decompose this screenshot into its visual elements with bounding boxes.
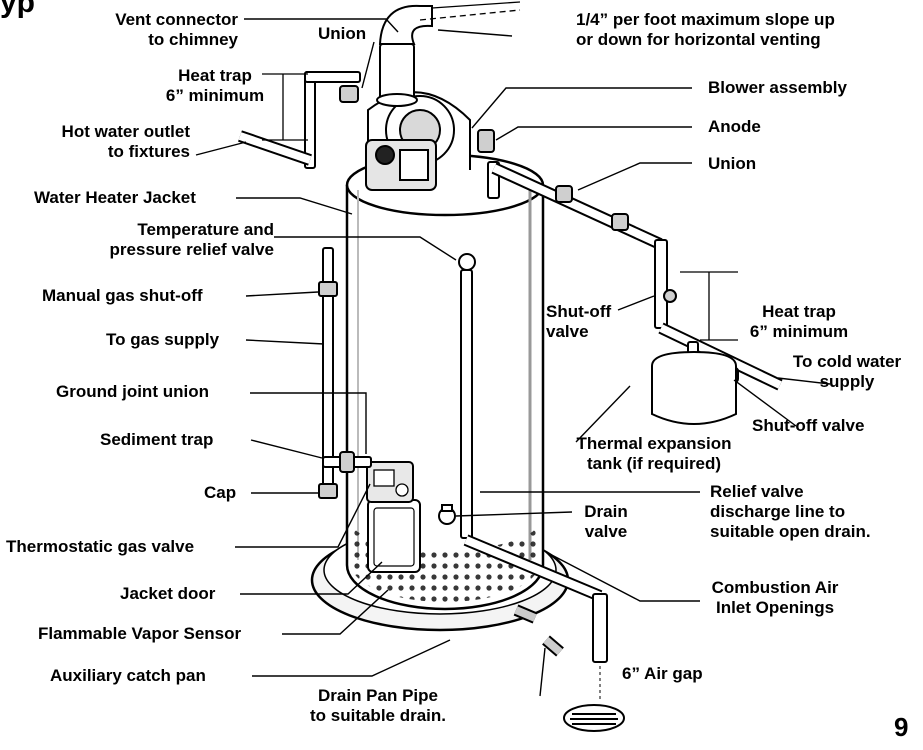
hot-water-piping-shape xyxy=(238,71,361,169)
heat-trap-dimension-marks xyxy=(262,73,738,341)
gas-piping-shape xyxy=(318,247,372,499)
relief-discharge-line-shape xyxy=(458,253,608,663)
header-fragment: yp xyxy=(0,0,36,19)
drain-valve-shape xyxy=(438,504,456,525)
label-water-heater-jacket: Water Heater Jacket xyxy=(34,188,196,207)
label-relief-discharge: Relief valve discharge line to suitable … xyxy=(710,482,871,541)
label-shutoff-valve-upper: Shut-off valve xyxy=(546,302,612,341)
label-sediment-trap: Sediment trap xyxy=(100,430,214,449)
thermal-expansion-tank-shape xyxy=(651,341,737,425)
label-air-gap: 6” Air gap xyxy=(622,664,703,683)
label-vent-connector: Vent connector to chimney xyxy=(115,10,238,49)
jacket-door-shape xyxy=(367,499,421,573)
slope-dashed-line xyxy=(419,1,521,21)
label-union-top: Union xyxy=(318,24,367,43)
anode-shape xyxy=(477,129,495,153)
label-ground-joint-union: Ground joint union xyxy=(56,382,209,401)
label-heat-trap-left: Heat trap 6” minimum xyxy=(165,66,265,105)
label-tp-relief-valve: Temperature and pressure relief valve xyxy=(109,220,274,259)
label-drain-valve: Drain valve xyxy=(584,502,628,541)
label-hot-water-outlet: Hot water outlet to fixtures xyxy=(61,122,190,161)
label-drain-pan-pipe: Drain Pan Pipe to suitable drain. xyxy=(309,686,447,725)
label-flammable-vapor-sensor: Flammable Vapor Sensor xyxy=(38,624,242,643)
vent-connector-shape xyxy=(376,4,433,107)
label-auxiliary-catch-pan: Auxiliary catch pan xyxy=(50,666,206,685)
label-union-right: Union xyxy=(708,154,757,173)
label-heat-trap-right: Heat trap 6” minimum xyxy=(749,302,849,341)
label-slope-note: 1/4” per foot maximum slope up or down f… xyxy=(576,10,835,49)
label-blower-assembly: Blower assembly xyxy=(708,78,847,97)
combustion-air-openings-shape xyxy=(350,520,540,602)
drain-pan-pipe-shape xyxy=(513,604,564,657)
label-to-gas-supply: To gas supply xyxy=(106,330,220,349)
label-thermostatic-gas-valve: Thermostatic gas valve xyxy=(6,537,195,556)
label-combustion-air: Combustion Air Inlet Openings xyxy=(711,578,839,617)
label-anode: Anode xyxy=(708,117,761,136)
label-cap: Cap xyxy=(204,483,237,502)
thermostatic-gas-valve-shape xyxy=(366,461,414,503)
leader-lines xyxy=(195,18,831,697)
cold-water-piping-shape xyxy=(487,161,783,391)
label-thermal-expansion-tank: Thermal expansion tank (if required) xyxy=(576,434,732,473)
label-jacket-door: Jacket door xyxy=(120,584,216,603)
blower-assembly-shape xyxy=(365,91,471,191)
label-to-cold-water: To cold water supply xyxy=(792,352,902,391)
page-number: 9 xyxy=(894,712,909,742)
label-shutoff-valve-lower: Shut-off valve xyxy=(752,416,865,435)
label-manual-gas-shutoff: Manual gas shut-off xyxy=(42,286,203,305)
floor-drain-shape xyxy=(563,666,625,732)
